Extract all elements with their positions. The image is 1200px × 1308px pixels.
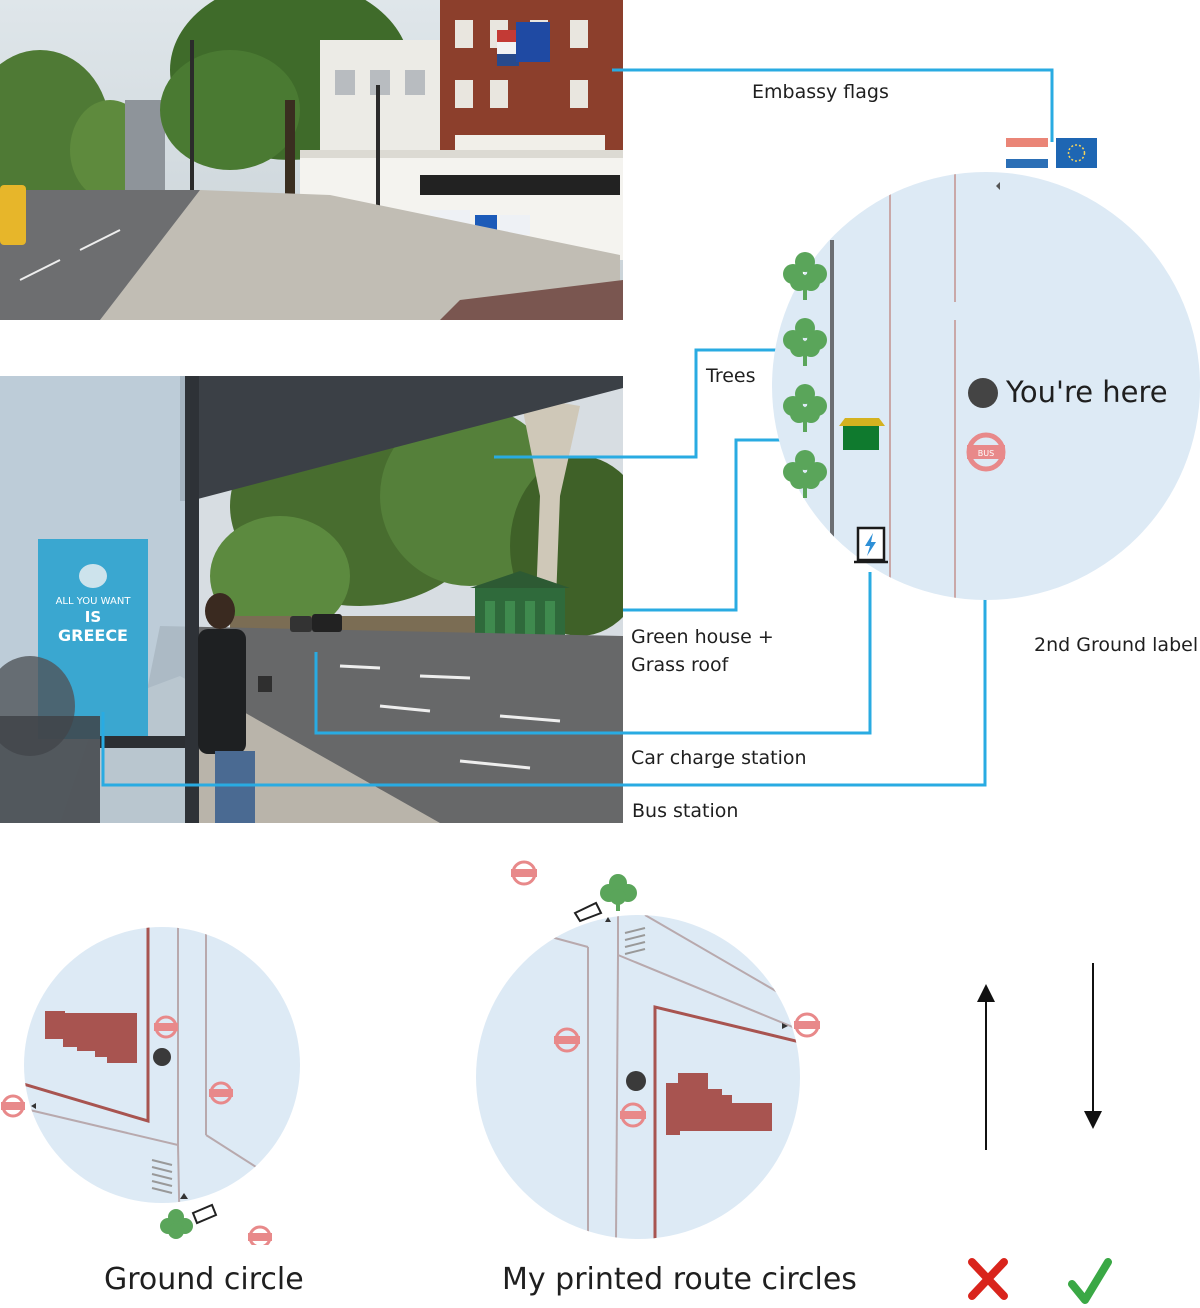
svg-text:BUS: BUS	[978, 449, 994, 458]
bus-stop-icon: BUS	[966, 432, 1006, 472]
tree-icon	[160, 1209, 193, 1239]
label-trees: Trees	[706, 365, 756, 387]
car-charge-icon	[854, 526, 888, 564]
label-embassy-flags: Embassy flags	[752, 81, 889, 103]
ground-circle-map	[1, 927, 300, 1245]
tree-icon	[600, 874, 637, 911]
bus-stop-icon	[620, 1102, 646, 1128]
embassy-flags-icon	[1006, 138, 1097, 168]
check-icon	[1068, 1258, 1112, 1304]
bus-stop-icon	[794, 1012, 820, 1038]
bus-stop-icon	[554, 1027, 580, 1053]
bus-stop-icon	[209, 1081, 233, 1105]
label-ground-circle: Ground circle	[104, 1262, 304, 1297]
embassy-street-photo	[0, 0, 623, 320]
bus-stop-icon	[1, 1094, 25, 1118]
label-2nd-ground: 2nd Ground label	[1034, 634, 1199, 656]
cross-icon	[968, 1258, 1008, 1300]
bus-stop-icon	[511, 860, 537, 886]
label-car-charge-station: Car charge station	[631, 747, 807, 769]
poster-line3: GREECE	[58, 626, 128, 645]
tree-icon	[783, 384, 827, 432]
arrow-down-icon	[1084, 963, 1102, 1129]
label-you-are-here: You're here	[1006, 375, 1168, 409]
arrow-up-icon	[977, 984, 995, 1150]
bus-stop-icon	[154, 1015, 178, 1039]
poster-line1: ALL YOU WANT	[56, 596, 132, 607]
poster-line2: IS	[85, 608, 101, 626]
tree-icon	[783, 318, 827, 366]
bus-stop-icon	[248, 1225, 272, 1245]
label-bus-station: Bus station	[632, 800, 739, 822]
route-circle-map	[476, 860, 820, 1239]
label-printed-route-circles: My printed route circles	[502, 1262, 857, 1297]
tree-icon	[783, 252, 827, 300]
green-house-icon	[839, 418, 885, 450]
label-green-house-line2: Grass roof	[631, 654, 729, 676]
label-green-house-line1: Green house +	[631, 626, 774, 648]
you-are-here-dot	[968, 378, 998, 408]
tree-icon	[783, 450, 827, 498]
